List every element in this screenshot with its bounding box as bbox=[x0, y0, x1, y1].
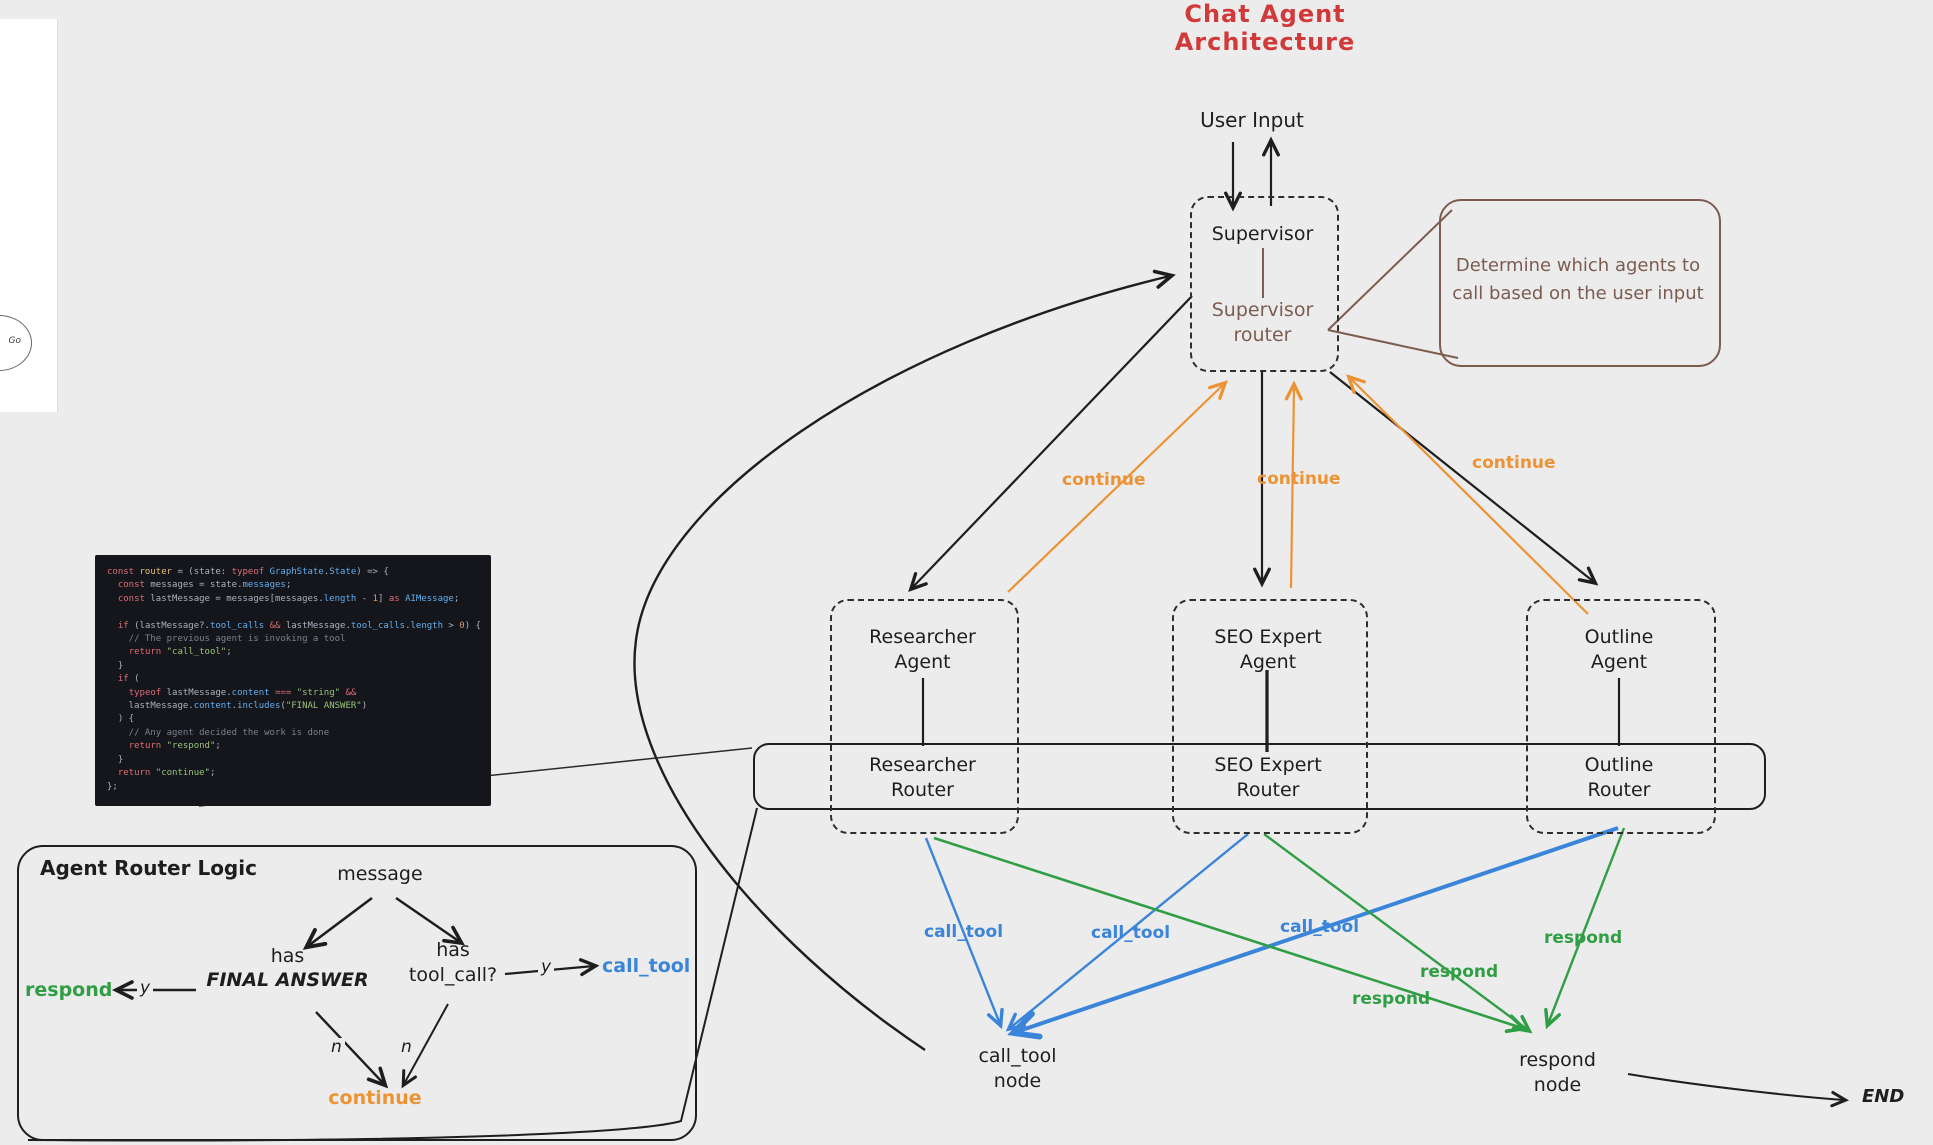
frame-ellipse-label: Go bbox=[8, 336, 21, 346]
edge-continue-seo[interactable] bbox=[1291, 386, 1294, 589]
logic-message-label: message bbox=[337, 863, 423, 885]
researcher-agent-box[interactable] bbox=[830, 599, 1019, 834]
respond-label-seo: respond bbox=[1420, 962, 1499, 982]
router-logic-title: Agent Router Logic bbox=[40, 856, 257, 880]
code-line: const lastMessage = messages[messages.le… bbox=[117, 593, 460, 604]
supervisor-note-text: Determine which agents to call based on … bbox=[1452, 255, 1704, 304]
code-line: return "call_tool"; bbox=[128, 647, 232, 658]
edge-calltool-to-supervisor[interactable] bbox=[633, 276, 1170, 1051]
logic-respond-label: respond bbox=[25, 979, 113, 1001]
seo-agent-label: SEO Expert Agent bbox=[1214, 626, 1322, 673]
respond-label-outline: respond bbox=[1544, 928, 1623, 948]
callout-note-bottom[interactable] bbox=[1327, 329, 1459, 359]
logic-yes-label-left: y bbox=[137, 979, 154, 997]
code-line: } bbox=[107, 660, 124, 671]
code-line: const messages = state.messages; bbox=[117, 580, 292, 591]
calltool-label-researcher: call_tool bbox=[924, 922, 1004, 942]
logic-finalanswer-no-continue[interactable] bbox=[315, 1011, 384, 1084]
outline-router-label: Outline Router bbox=[1584, 754, 1654, 801]
code-line: ) { bbox=[107, 714, 135, 725]
edge-calltool-researcher[interactable] bbox=[924, 837, 1000, 1024]
supervisor-label: Supervisor bbox=[1211, 223, 1314, 245]
logic-message-to-toolcall[interactable] bbox=[395, 897, 460, 942]
code-line: return "respond"; bbox=[128, 741, 221, 752]
seo-router-label: SEO Expert Router bbox=[1214, 754, 1322, 801]
code-line: if ( bbox=[117, 674, 140, 685]
left-frame-panel: Go bbox=[0, 19, 58, 412]
router-code-snippet[interactable]: const router = (state: typeof GraphState… bbox=[95, 555, 491, 806]
router-row-rect[interactable] bbox=[753, 743, 1766, 810]
researcher-agent-label: Researcher Agent bbox=[869, 626, 976, 673]
outline-agent-box[interactable] bbox=[1526, 599, 1716, 834]
logic-finalanswer-label: has FINAL ANSWER bbox=[206, 945, 369, 991]
seo-agent-box[interactable] bbox=[1172, 599, 1368, 834]
edge-continue-outline[interactable] bbox=[1350, 378, 1589, 615]
code-line: typeof lastMessage.content === "string" … bbox=[128, 687, 357, 698]
respond-label-researcher: respond bbox=[1352, 989, 1431, 1009]
code-line bbox=[107, 606, 479, 619]
code-line: } bbox=[107, 754, 124, 765]
edge-supervisor-to-outline[interactable] bbox=[1329, 371, 1594, 582]
continue-label-seo: continue bbox=[1257, 469, 1341, 489]
callout-note-top[interactable] bbox=[1327, 209, 1453, 331]
respond-node-label[interactable]: respond node bbox=[1519, 1049, 1596, 1096]
edge-continue-researcher[interactable] bbox=[1007, 384, 1224, 593]
logic-calltool-label: call_tool bbox=[602, 955, 691, 977]
code-line: }; bbox=[107, 781, 118, 792]
frame-ellipse-shape[interactable]: Go bbox=[0, 315, 32, 371]
continue-label-outline: continue bbox=[1472, 453, 1556, 473]
edge-calltool-seo[interactable] bbox=[1010, 833, 1249, 1028]
supervisor-note-box[interactable] bbox=[1439, 199, 1721, 367]
edge-respond-outline[interactable] bbox=[1548, 827, 1626, 1024]
continue-label-researcher: continue bbox=[1062, 470, 1146, 490]
calltool-node-label[interactable]: call_tool node bbox=[978, 1045, 1057, 1092]
logic-message-to-finalanswer[interactable] bbox=[308, 896, 373, 946]
code-line: // The previous agent is invoking a tool bbox=[107, 634, 346, 645]
researcher-router-label: Researcher Router bbox=[869, 754, 976, 801]
agent-router-logic-box[interactable] bbox=[17, 845, 697, 1141]
code-line: lastMessage.content.includes("FINAL ANSW… bbox=[107, 701, 368, 712]
code-line: // Any agent decided the work is done bbox=[107, 727, 330, 738]
edge-respond-to-end[interactable] bbox=[1627, 1073, 1844, 1100]
edge-respond-researcher[interactable] bbox=[933, 836, 1522, 1028]
code-line: const router = (state: typeof GraphState… bbox=[107, 567, 389, 577]
edge-supervisor-to-researcher[interactable] bbox=[912, 295, 1193, 588]
logic-toolcall-label: has tool_call? bbox=[408, 939, 498, 986]
logic-toolcall-no-continue[interactable] bbox=[404, 1003, 449, 1084]
end-node-label[interactable]: END bbox=[1862, 1086, 1905, 1107]
outline-agent-label: Outline Agent bbox=[1584, 626, 1654, 673]
calltool-label-outline: call_tool bbox=[1280, 917, 1360, 937]
supervisor-box[interactable] bbox=[1190, 196, 1339, 372]
code-line: return "continue"; bbox=[117, 768, 216, 779]
diagram-title: Chat Agent Architecture bbox=[1174, 0, 1356, 56]
calltool-label-seo: call_tool bbox=[1091, 923, 1171, 943]
user-input-label[interactable]: User Input bbox=[1200, 108, 1304, 132]
edge-calltool-outline[interactable] bbox=[1016, 826, 1619, 1032]
code-line: if (lastMessage?.tool_calls && lastMessa… bbox=[117, 620, 481, 631]
logic-yes-label-right: y bbox=[538, 958, 555, 976]
logic-no-label-right: n bbox=[398, 1038, 415, 1056]
supervisor-router-label: Supervisor router bbox=[1211, 299, 1314, 346]
edge-respond-seo[interactable] bbox=[1263, 833, 1528, 1030]
logic-continue-label: continue bbox=[328, 1087, 422, 1109]
logic-no-label-left: n bbox=[328, 1038, 345, 1056]
